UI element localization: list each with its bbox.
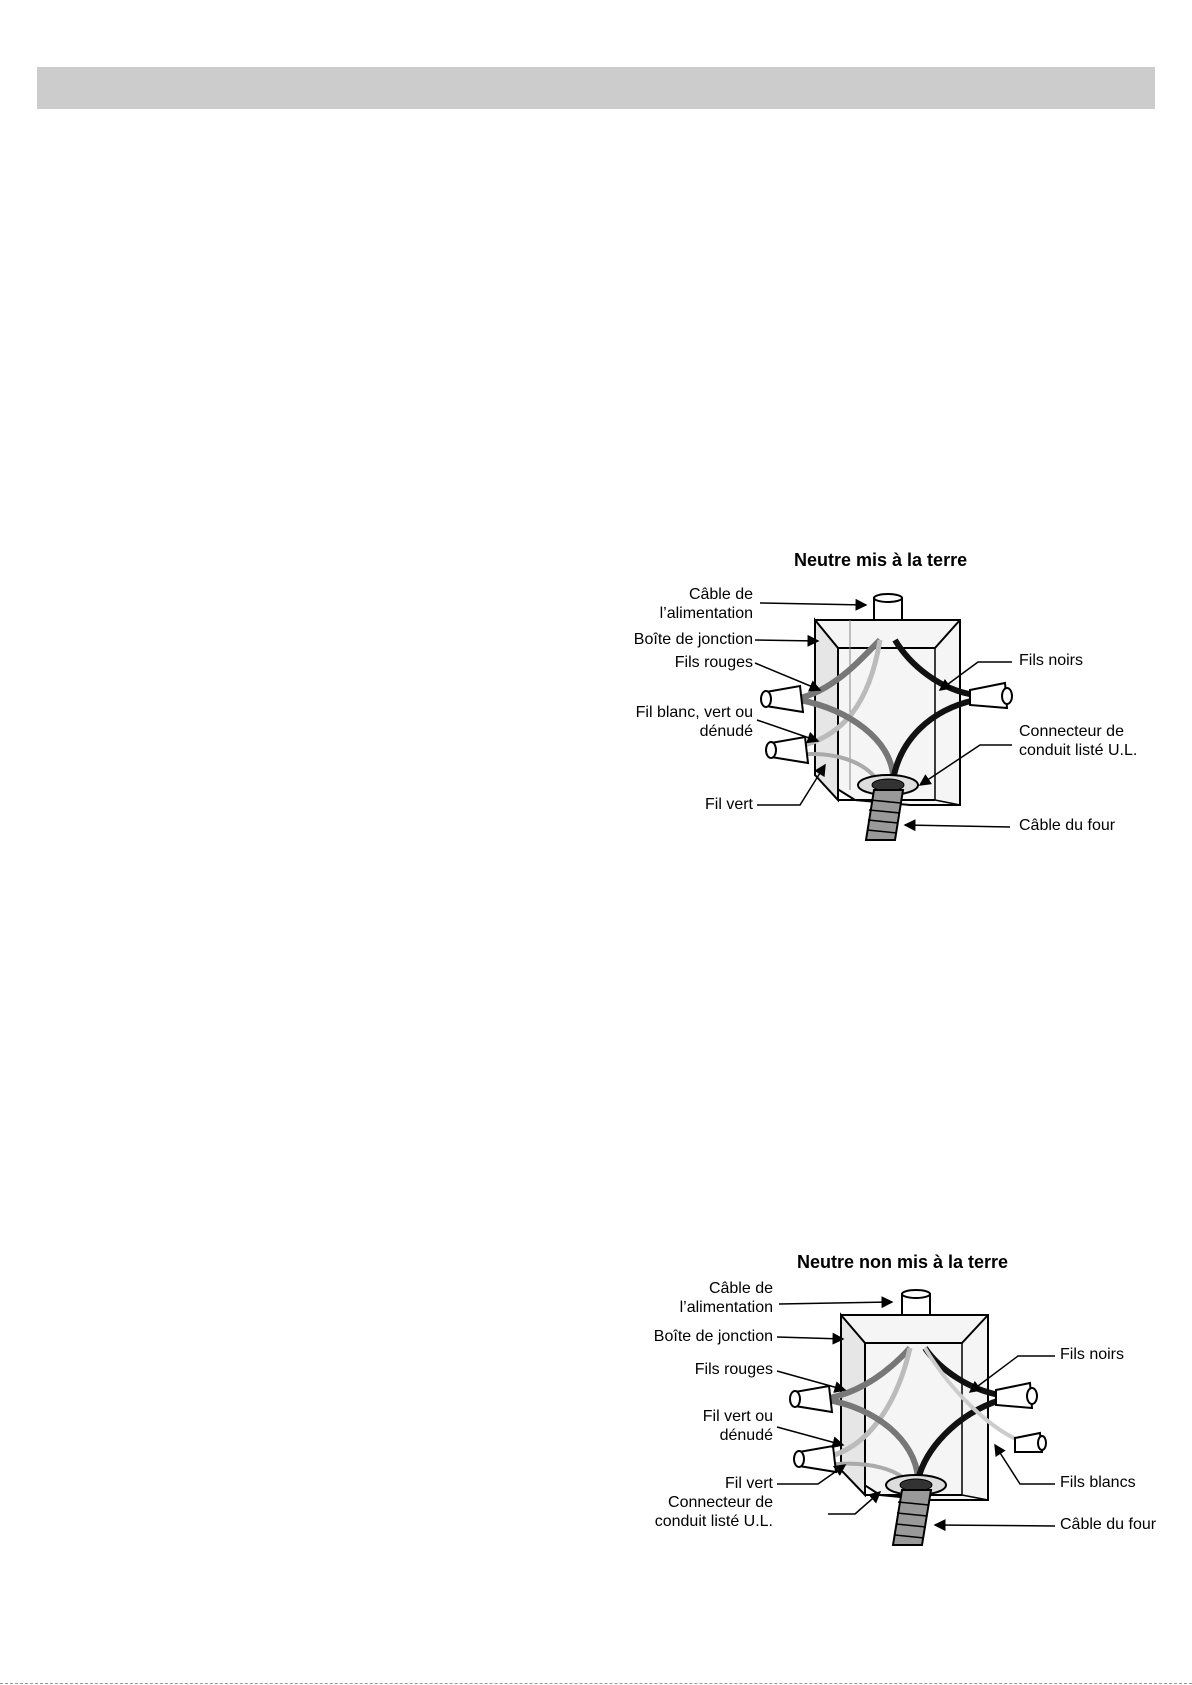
figure-title: Neutre non mis à la terre (797, 1252, 1009, 1272)
label-black-wires: Fils noirs (1060, 1346, 1125, 1363)
label-ul-connector: Connecteur de conduit listé U.L. (1019, 723, 1138, 759)
label-supply-cable: Câble de l’alimentation (679, 1280, 773, 1316)
label-oven-cable: Câble du four (1060, 1516, 1157, 1533)
junction-box-diagram (754, 593, 1013, 841)
label-oven-cable: Câble du four (1019, 817, 1116, 834)
label-junction-box: Boîte de jonction (653, 1328, 773, 1345)
figure-ungrounded-neutral: Neutre non mis à la terre (653, 1252, 1157, 1546)
label-supply-cable: Câble de l’alimentation (659, 586, 753, 622)
label-green-or-bare: Fil vert ou dénudé (702, 1408, 773, 1444)
label-junction-box: Boîte de jonction (633, 631, 753, 648)
label-green-wire: Fil vert (725, 1475, 773, 1492)
label-ul-connector: Connecteur de conduit listé U.L. (654, 1494, 773, 1530)
label-white-wires: Fils blancs (1060, 1474, 1136, 1491)
figure-title: Neutre mis à la terre (794, 550, 968, 570)
label-black-wires: Fils noirs (1019, 652, 1084, 669)
label-red-wires: Fils rouges (674, 654, 753, 671)
page-bottom-edge (0, 1683, 1192, 1684)
label-green-wire: Fil vert (705, 796, 753, 813)
label-white-green-bare: Fil blanc, vert ou dénudé (635, 704, 753, 740)
junction-box-diagram (776, 1289, 1056, 1546)
header-bar (37, 67, 1155, 109)
figure-grounded-neutral: Neutre mis à la terre (633, 550, 1138, 841)
label-red-wires: Fils rouges (694, 1361, 773, 1378)
